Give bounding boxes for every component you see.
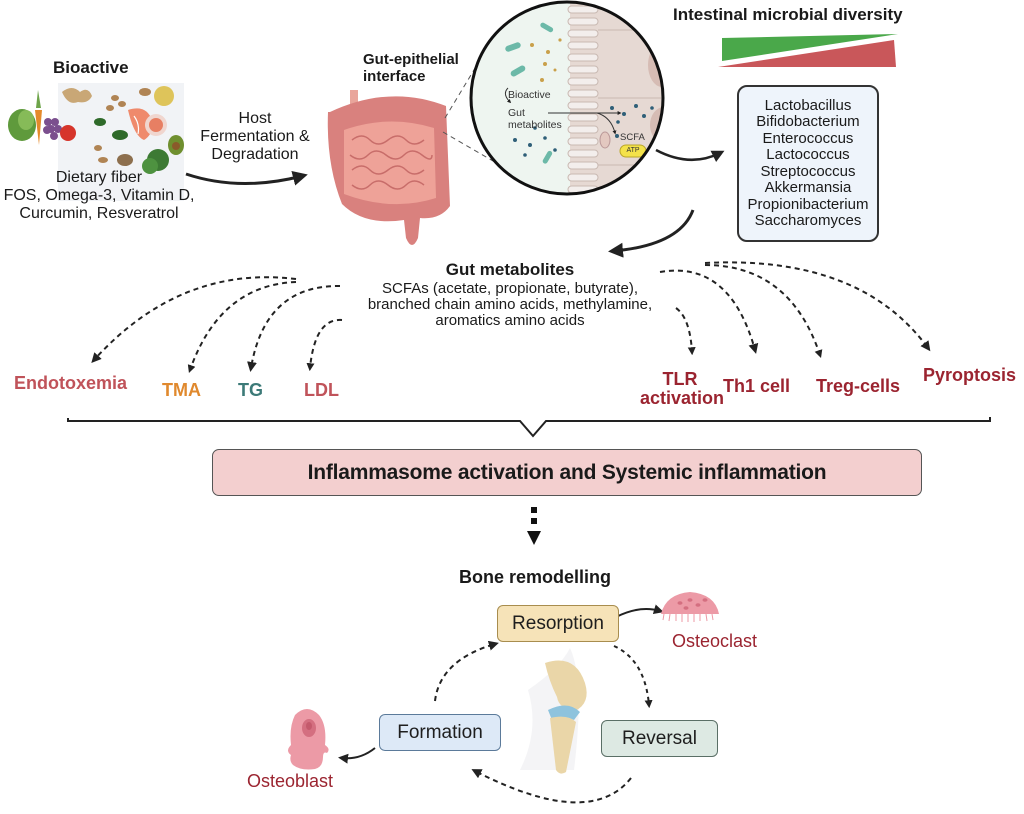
stage-reversal: Reversal [601,720,718,757]
diversity-increase-wedge [722,34,898,61]
fermentation-label-line: Degradation [211,145,299,163]
osteoblast-image [288,709,329,770]
microbe-item: Propionibacterium [747,195,869,213]
microbe-item: Lactobacillus [764,96,852,114]
effect-th1-cell: Th1 cell [723,376,791,396]
effect-tma: TMA [162,380,201,400]
effect-endotoxemia: Endotoxemia [14,373,128,393]
effect-treg-cells: Treg-cells [816,376,901,396]
osteoclast-label: Osteoclast [672,631,758,651]
knee-joint-image [520,648,587,774]
fermentation-label: Host Fermentation & Degradation [190,110,320,164]
gut-interface-title: Gut-epithelial interface [363,51,459,85]
fermentation-arrow [185,170,308,186]
food-collage-image [8,83,184,201]
bioactive-title: Bioactive [53,58,129,77]
stage-formation-label: Formation [397,721,483,743]
bioactive-caption-line: Dietary fiber [55,169,143,186]
effect-tlr-line: activation [640,387,725,408]
grouping-brace [67,417,991,438]
intestine-image [327,90,450,245]
stage-resorption: Resorption [497,605,619,642]
metabolites-title: Gut metabolites [445,260,575,279]
osteoblast-label: Osteoblast [247,771,334,791]
microbe-item: Lactococcus [766,146,850,163]
microbe-item: Enterococcus [762,129,854,147]
fermentation-label-line: Host [238,110,272,127]
microbe-item: Bifidobacterium [756,113,860,130]
microbe-list-box: Lactobacillus Bifidobacterium Enterococc… [737,85,879,242]
inset-scfa-label: SCFA [620,132,645,143]
bone-cycle-arrows [338,604,664,804]
effect-arrows-left [91,276,343,374]
inset-border [469,0,665,196]
inflammation-box: Inflammasome activation and Systemic inf… [212,449,922,496]
to-microbes-arrow [655,148,725,162]
metabolites-line: branched chain amino acids, methylamine, [367,296,653,314]
to-metabolites-arrow [608,209,695,258]
effect-ldl: LDL [304,380,339,400]
inset-bioactive-label: Bioactive [508,89,551,101]
fermentation-label-line: Fermentation & [200,127,310,145]
effect-pyroptosis: Pyroptosis [923,365,1017,385]
inset-gut-label: Gut [508,107,525,119]
effect-arrows-right [659,261,931,359]
bone-title: Bone remodelling [458,567,611,587]
diversity-decrease-wedge [718,40,896,67]
stage-resorption-label: Resorption [512,612,604,634]
bioactive-caption-line: Curcumin, Resveratrol [19,204,179,222]
diversity-title: Intestinal microbial diversity [673,5,903,24]
bioactive-caption: Dietary fiber FOS, Omega-3, Vitamin D, C… [0,169,198,223]
to-bone-arrow [527,507,541,545]
microbe-item: Akkermansia [764,179,852,196]
bioactive-caption-line: FOS, Omega-3, Vitamin D, [3,186,195,204]
metabolites-line: aromatics amino acids [435,312,585,330]
inset-atp-label: ATP [626,147,640,154]
microbe-item: Saccharomyces [754,212,862,229]
gut-interface-title-line: interface [363,67,426,85]
osteoclast-image [661,592,719,622]
metabolites-line: SCFAs (acetate, propionate, butyrate), [382,280,638,297]
inflammation-label: Inflammasome activation and Systemic inf… [307,460,827,484]
effect-tg: TG [238,380,263,400]
gut-interface-title-line: Gut-epithelial [363,51,459,68]
metabolites-list: SCFAs (acetate, propionate, butyrate), b… [330,280,690,330]
stage-reversal-label: Reversal [622,727,697,749]
stage-formation: Formation [379,714,501,751]
microbe-item: Streptococcus [760,162,856,180]
zoom-line-bottom [442,131,506,169]
effect-tlr-line: TLR [662,369,698,389]
effect-tlr-activation: TLR activation [640,369,725,408]
inset-metabolites-label: metabolites [508,119,562,131]
